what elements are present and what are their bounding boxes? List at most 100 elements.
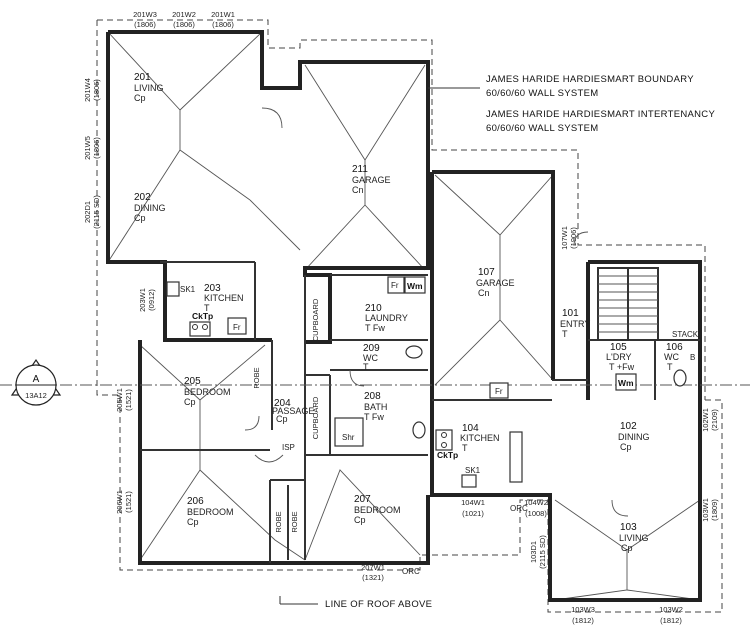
intertenancy-note-line2: 60/60/60 WALL SYSTEM — [486, 123, 599, 134]
boundary-note-line1: JAMES HARIDE HARDIESMART BOUNDARY — [486, 74, 694, 85]
room-finish: T — [363, 362, 369, 372]
isp-label: ISP — [282, 443, 295, 452]
room-number: 105 — [610, 342, 627, 353]
window-id: 206W1 — [115, 490, 124, 514]
window-size: (2109) — [710, 409, 719, 431]
room-number: 102 — [620, 421, 637, 432]
room-number: 101 — [562, 308, 579, 319]
roof-line-note: LINE OF ROOF ABOVE — [325, 599, 432, 610]
room-finish: Cp — [276, 414, 288, 424]
section-letter: A — [33, 374, 40, 385]
room-number: 205 — [184, 376, 201, 387]
room-finish: T — [562, 329, 568, 339]
svg-text:SK1: SK1 — [180, 285, 196, 294]
room-name: WC — [363, 353, 378, 363]
room-finish: Cp — [184, 397, 196, 407]
room-name: LIVING — [619, 533, 649, 543]
room-name: KITCHEN — [460, 433, 500, 443]
room-number: 202 — [134, 192, 151, 203]
room-name: GARAGE — [476, 278, 515, 288]
room-number: 106 — [666, 342, 683, 353]
room-name: DINING — [618, 432, 650, 442]
svg-text:CUPBOARD: CUPBOARD — [311, 298, 320, 341]
window-id: 203W1 — [138, 288, 147, 312]
room-207: 207 BEDROOM Cp — [354, 494, 401, 525]
svg-text:Fr: Fr — [391, 281, 399, 290]
window-id: 107W1 — [560, 226, 569, 250]
window-id: 201W3 — [133, 10, 157, 19]
room-number: 210 — [365, 303, 382, 314]
washing-machine-upper: Wm — [404, 276, 426, 294]
svg-text:CkTp: CkTp — [192, 311, 213, 321]
roof-outline — [96, 19, 723, 613]
room-number: 211 — [352, 164, 368, 175]
window-size: (1021) — [462, 509, 484, 518]
fridge-right: Fr — [489, 382, 509, 399]
svg-text:Wm: Wm — [407, 281, 423, 291]
room-finish: Cp — [620, 442, 632, 452]
room-finish: Cp — [134, 213, 146, 223]
window-size: (1806) — [92, 137, 101, 159]
svg-text:ROBE: ROBE — [290, 511, 299, 532]
room-name: BEDROOM — [184, 387, 231, 397]
room-104: 104 KITCHEN T — [460, 423, 500, 453]
window-size: (2115 SD) — [92, 195, 101, 229]
svg-text:ROBE: ROBE — [252, 367, 261, 388]
window-size: (0912) — [147, 289, 156, 311]
window-102w1: 102W1 (2109) — [701, 408, 719, 432]
room-labels: 201 LIVING Cp 202 DINING Cp 203 KITCHEN … — [134, 72, 683, 553]
toilet-106 — [673, 369, 687, 387]
room-finish: T Fw — [365, 323, 385, 333]
door-swings — [244, 107, 629, 517]
window-103w1: 103W1 (1809) — [701, 498, 719, 522]
window-size: (1812) — [572, 616, 594, 625]
window-labels: 201W3 (1806) 201W2 (1806) 201W1 (1806) 2… — [83, 10, 719, 625]
room-name: PASSAGE — [272, 406, 314, 416]
svg-text:Fr: Fr — [233, 323, 241, 332]
window-size: (1321) — [362, 573, 384, 582]
robe-206: ROBE — [274, 511, 283, 532]
window-id: 104W1 — [461, 498, 485, 507]
window-104w2: 104W2 (1008) — [524, 498, 548, 518]
staircase — [597, 267, 659, 341]
room-name: KITCHEN — [204, 293, 244, 303]
shower: Shr — [334, 417, 364, 447]
room-finish: Cp — [134, 93, 146, 103]
room-name: BEDROOM — [187, 507, 234, 517]
svg-text:CkTp: CkTp — [437, 450, 458, 460]
window-size: (1806) — [134, 20, 156, 29]
stack-label: STACK — [672, 330, 699, 339]
window-size: (1906) — [569, 227, 578, 249]
room-finish: T Fw — [364, 412, 384, 422]
window-id: 201W1 — [211, 10, 235, 19]
window-206w1: 206W1 (1521) — [115, 490, 133, 514]
window-id: 201W2 — [172, 10, 196, 19]
room-number: 206 — [187, 496, 204, 507]
window-size: (1809) — [710, 499, 719, 521]
sink-left: SK1 — [166, 281, 196, 297]
window-103w3: 103W3 (1812) — [571, 605, 595, 625]
exterior-walls — [106, 30, 702, 602]
intertenancy-note-line1: JAMES HARIDE HARDIESMART INTERTENANCY — [486, 109, 715, 120]
room-name: GARAGE — [352, 175, 391, 185]
door-202d1: 202D1 (2115 SD) — [83, 195, 101, 229]
cupboard-upper: CUPBOARD — [311, 298, 320, 341]
room-210: 210 LAUNDRY T Fw — [365, 303, 408, 333]
room-name: BATH — [364, 402, 387, 412]
room-201: 201 LIVING Cp — [134, 72, 164, 103]
window-id: 207W1 — [361, 563, 385, 572]
room-finish: T +Fw — [609, 362, 635, 372]
room-106: 106 WC T — [664, 342, 683, 372]
window-id: 201W4 — [83, 78, 92, 102]
room-102: 102 DINING Cp — [618, 421, 650, 452]
robe-207: ROBE — [290, 511, 299, 532]
door-103d1: 103D1 (2115 SD) — [529, 535, 547, 569]
room-number: 104 — [462, 423, 479, 434]
room-105: 105 L'DRY T +Fw — [606, 342, 635, 372]
room-202: 202 DINING Cp — [134, 192, 166, 223]
section-ref: 13A12 — [25, 391, 47, 400]
window-201w4: 201W4 (1806) — [83, 78, 101, 102]
window-id: 103W1 — [701, 498, 710, 522]
kitchen-island — [509, 431, 523, 483]
